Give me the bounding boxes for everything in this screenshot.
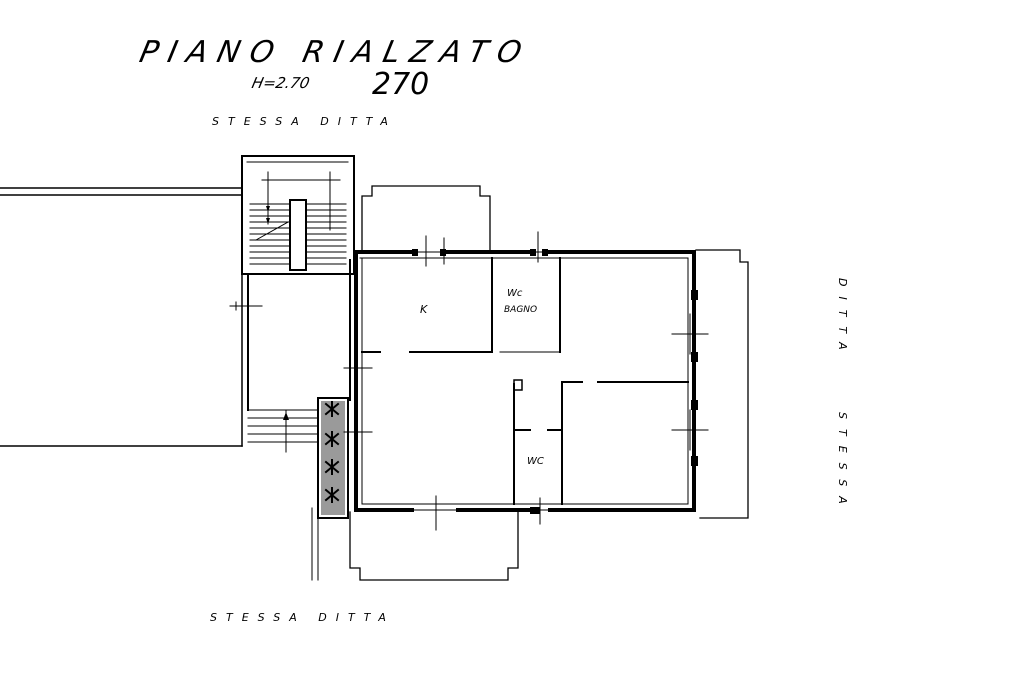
adjacent-label-bottom: STESSA DITTA (210, 611, 395, 624)
room-label-bath: BAGNO (504, 305, 538, 315)
balcony-top (361, 185, 491, 251)
stair-block (241, 155, 355, 275)
room-label-kitchen: K (420, 303, 428, 316)
room-label-wc-top: Wc (507, 288, 523, 299)
corridor (229, 259, 351, 411)
height-value: 270 (372, 67, 430, 102)
window-jambs (412, 249, 698, 514)
adjacent-label-right-stessa: STESSA (836, 412, 849, 514)
planter (311, 397, 349, 581)
adjacent-label-right-ditta: DITTA (836, 278, 849, 360)
balcony-right (695, 249, 749, 519)
entry-steps (247, 409, 319, 453)
adjacent-building-left (0, 155, 243, 447)
adjacent-label-top: STESSA DITTA (212, 115, 397, 128)
flat-outer-walls (354, 250, 696, 512)
balcony-bottom (349, 511, 519, 581)
room-label-wc-bottom: WC (527, 456, 544, 467)
interior-walls (361, 257, 689, 505)
